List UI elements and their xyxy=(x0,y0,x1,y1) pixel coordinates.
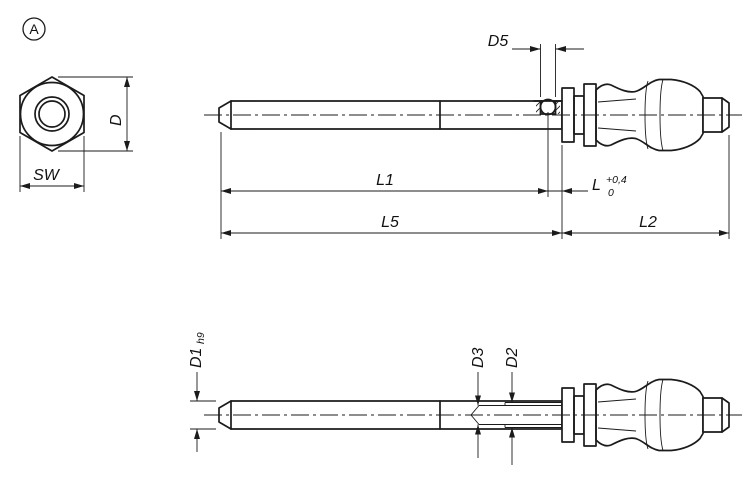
arrowhead xyxy=(562,188,572,194)
bore-drill-point xyxy=(470,405,480,425)
arrowhead xyxy=(562,230,572,236)
dimension-d1: D1 h9 xyxy=(188,332,216,452)
pin-outline xyxy=(203,78,743,152)
dimension-label-d1: D1 xyxy=(188,348,205,368)
arrowhead xyxy=(194,429,200,439)
arrowhead xyxy=(194,391,200,401)
dimension-label-d1-tol: h9 xyxy=(195,332,207,344)
arrowhead xyxy=(221,188,231,194)
dimension-d2: D2 xyxy=(504,347,521,465)
dimension-label-l5: L5 xyxy=(381,214,399,231)
arrowhead xyxy=(124,141,130,151)
dimension-label-l-tol-upper: +0,4 xyxy=(606,174,627,186)
arrowhead xyxy=(124,77,130,87)
arrowhead xyxy=(20,183,30,189)
arrowhead xyxy=(538,188,548,194)
dimension-d3: D3 xyxy=(470,347,487,458)
view-marker-label: A xyxy=(29,21,39,37)
dimension-label-d2: D2 xyxy=(504,347,521,368)
pin-side-view-top: D5 L1 L +0,4 0 L5 xyxy=(203,33,743,239)
arrowhead xyxy=(74,183,84,189)
arrowhead xyxy=(552,230,562,236)
hatch-line xyxy=(536,101,542,107)
dimension-label-l: L xyxy=(592,177,601,194)
pin-side-view-bottom: D1 h9 D3 D2 xyxy=(188,332,743,465)
pin-outline xyxy=(203,378,743,452)
nut-front-view xyxy=(19,76,85,152)
locking-ball-detail xyxy=(533,98,563,116)
dimension-l1: L1 xyxy=(220,112,549,239)
dimension-label-d: D xyxy=(108,114,125,126)
dimension-l5: L5 xyxy=(221,214,562,236)
arrowhead xyxy=(555,46,566,52)
dimension-label-l-tol-lower: 0 xyxy=(608,187,614,199)
arrowhead xyxy=(221,230,231,236)
internal-bore xyxy=(470,402,562,428)
arrowhead xyxy=(530,46,541,52)
dimension-label-l1: L1 xyxy=(376,172,394,189)
arrowhead xyxy=(509,392,515,403)
arrowhead xyxy=(475,395,481,406)
view-marker-circle xyxy=(22,17,46,41)
arrowhead xyxy=(509,427,515,438)
chamfer-circle xyxy=(19,81,85,147)
dimension-sw: SW xyxy=(19,136,85,192)
dimension-label-sw: SW xyxy=(33,167,61,184)
dimension-label-d3: D3 xyxy=(470,347,487,368)
hole-inner-circle xyxy=(38,100,66,128)
dimension-d: D xyxy=(58,76,133,152)
dimension-label-d5: D5 xyxy=(488,33,509,50)
hole-outer-circle xyxy=(34,96,70,132)
dimension-l2: L2 xyxy=(562,135,730,239)
dimension-d5: D5 xyxy=(488,33,584,97)
dimension-label-l2: L2 xyxy=(639,214,657,231)
arrowhead xyxy=(475,424,481,435)
hexagon-outline xyxy=(19,76,85,152)
view-marker: A xyxy=(22,17,46,41)
dimension-l: L +0,4 0 xyxy=(548,145,627,239)
arrowhead xyxy=(719,230,729,236)
